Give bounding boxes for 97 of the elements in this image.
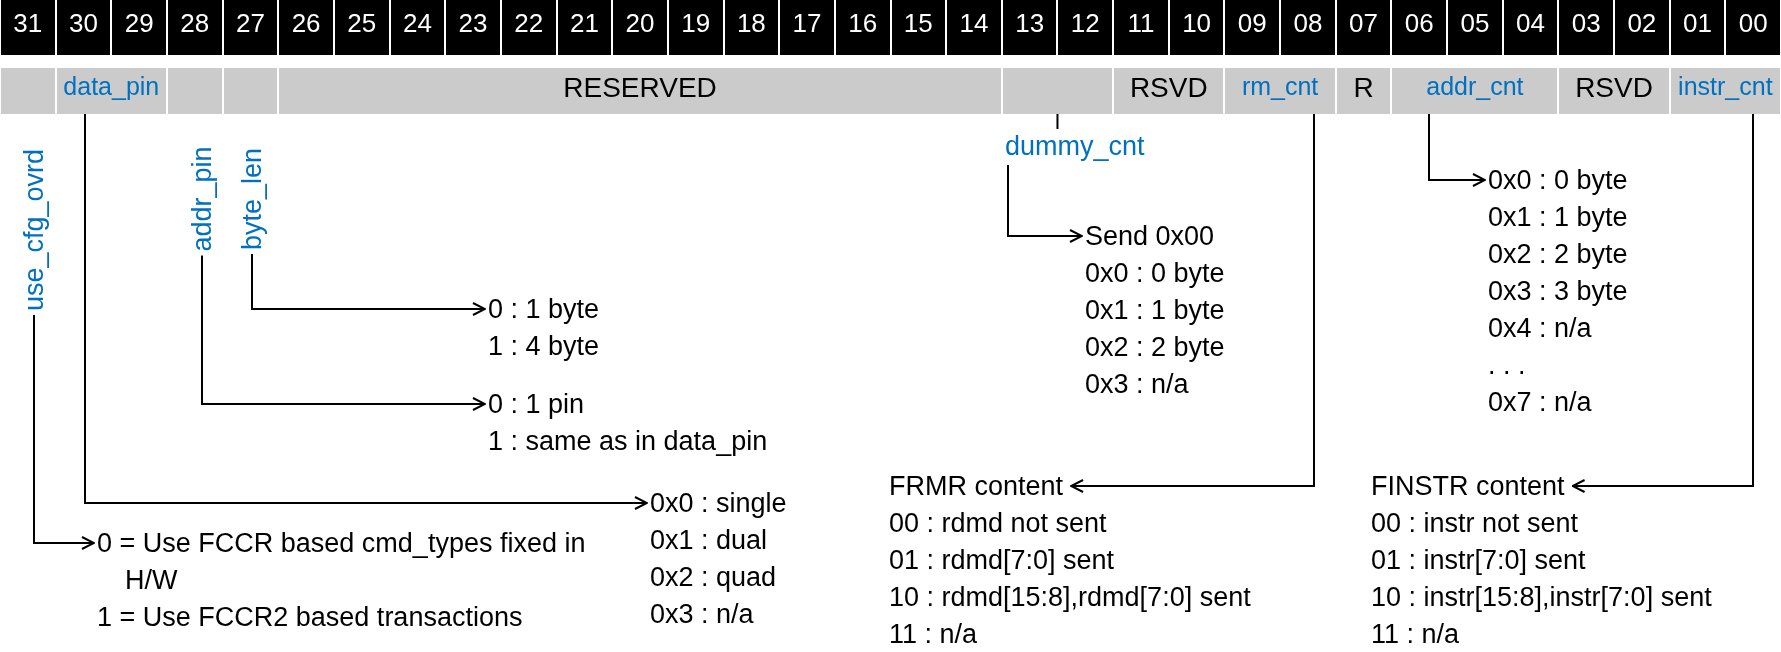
value-description: 00 : rdmd not sent	[889, 507, 1107, 540]
field-name: dummy_cnt	[1005, 131, 1145, 161]
bit-number-cell: 09	[1225, 0, 1280, 55]
value-description: 0x3 : 3 byte	[1488, 275, 1628, 308]
field-name: instr_cnt	[1677, 72, 1774, 101]
field-cell	[1670, 68, 1780, 114]
field-cell	[1336, 68, 1391, 114]
bit-number-cell: 25	[334, 0, 389, 55]
value-description: 0x3 : n/a	[1085, 368, 1189, 401]
value-description: 0x3 : n/a	[650, 598, 754, 631]
value-description: 11 : n/a	[889, 618, 978, 651]
field-name: byte_len	[237, 147, 267, 251]
bit-number-cell: 04	[1503, 0, 1558, 55]
bit-number-cell: 02	[1615, 0, 1669, 55]
field-name: rm_cnt	[1240, 72, 1320, 101]
leader-line	[1056, 113, 1059, 130]
bit-number-cell: 13	[1002, 0, 1057, 55]
value-description: 0x1 : dual	[650, 524, 768, 557]
value-description: 1 : 4 byte	[488, 330, 600, 363]
arrow	[201, 254, 486, 411]
field-cell	[279, 68, 1001, 114]
field-name: RESERVED	[562, 72, 718, 104]
field-name: RSVD	[1574, 72, 1654, 104]
field-cell	[1, 68, 55, 114]
value-description: 0 : 1 byte	[488, 293, 600, 326]
arrow	[1070, 113, 1315, 493]
bit-number-cell: 07	[1336, 0, 1391, 55]
bit-number-cell: 24	[390, 0, 445, 55]
bit-number-cell: 20	[613, 0, 667, 55]
value-description: 0 : 1 pin	[488, 388, 585, 421]
value-description: . . .	[1488, 349, 1526, 382]
arrow	[1571, 113, 1754, 493]
bit-number-cell: 03	[1559, 0, 1614, 55]
bit-number-cell: 21	[557, 0, 612, 55]
arrow	[1007, 164, 1083, 243]
bit-number-cell: 05	[1448, 0, 1502, 55]
bit-number-cell: 27	[223, 0, 278, 55]
value-description: 0x4 : n/a	[1488, 312, 1592, 345]
arrow	[33, 314, 95, 550]
field-name: use_cfg_ovrd	[19, 148, 49, 312]
value-description: FRMR content	[889, 470, 1064, 503]
value-description: 0x0 : 0 byte	[1488, 164, 1628, 197]
bit-number-cell: 17	[780, 0, 834, 55]
bit-number-cell: 01	[1670, 0, 1725, 55]
field-cell	[167, 68, 222, 114]
field-cell	[223, 68, 278, 114]
bit-number-cell: 06	[1392, 0, 1447, 55]
bit-number-cell: 14	[947, 0, 1001, 55]
value-description: 0x0 : single	[650, 487, 787, 520]
bit-number-cell: 16	[835, 0, 890, 55]
value-description: 0x0 : 0 byte	[1085, 257, 1225, 290]
field-cell	[1225, 68, 1335, 114]
field-name: data_pin	[62, 72, 161, 101]
bit-number-cell: 00	[1726, 0, 1780, 55]
value-description: 0x2 : quad	[650, 561, 777, 594]
arrow	[84, 113, 648, 510]
bit-number-cell: 31	[1, 0, 55, 55]
bit-number-cell: 30	[56, 0, 111, 55]
bit-number-cell: 10	[1169, 0, 1224, 55]
value-description: 10 : rdmd[15:8],rdmd[7:0] sent	[889, 581, 1251, 614]
value-description: 0x7 : n/a	[1488, 386, 1592, 419]
field-name: R	[1352, 72, 1375, 104]
bit-number-cell: 11	[1114, 0, 1168, 55]
bit-number-cell: 28	[167, 0, 222, 55]
value-description: 1 : same as in data_pin	[488, 425, 768, 458]
value-description: 11 : n/a	[1371, 618, 1460, 651]
value-description: 00 : instr not sent	[1371, 507, 1579, 540]
value-description: 01 : rdmd[7:0] sent	[889, 544, 1115, 577]
value-description: 01 : instr[7:0] sent	[1371, 544, 1586, 577]
field-cell	[56, 68, 166, 114]
field-name: RSVD	[1128, 72, 1209, 104]
field-cell	[1559, 68, 1669, 114]
value-description: 0x2 : 2 byte	[1488, 238, 1628, 271]
value-description: 0x2 : 2 byte	[1085, 331, 1225, 364]
bit-number-cell: 18	[724, 0, 779, 55]
value-description: 10 : instr[15:8],instr[7:0] sent	[1371, 581, 1712, 614]
value-description: 0 = Use FCCR based cmd_types fixed in H/W	[97, 527, 587, 597]
bit-number-cell: 19	[668, 0, 723, 55]
bit-number-cell: 26	[279, 0, 333, 55]
field-name: addr_cnt	[1425, 72, 1525, 101]
value-description: 0x1 : 1 byte	[1085, 294, 1225, 327]
value-description: FINSTR content	[1371, 470, 1565, 503]
bit-number-cell: 12	[1058, 0, 1113, 55]
bit-number-cell: 22	[501, 0, 556, 55]
bit-number-cell: 23	[446, 0, 500, 55]
bit-number-cell: 15	[891, 0, 946, 55]
bit-number-cell: 08	[1281, 0, 1335, 55]
value-description: 0x1 : 1 byte	[1488, 201, 1628, 234]
value-description: Send 0x00	[1085, 220, 1215, 253]
arrow	[251, 253, 486, 316]
field-cell	[1392, 68, 1558, 114]
field-cell	[1114, 68, 1224, 114]
value-description: 1 = Use FCCR2 based transactions	[97, 601, 524, 634]
arrow	[1428, 113, 1486, 187]
field-name: addr_pin	[187, 146, 217, 252]
field-cell	[1002, 68, 1113, 114]
bit-number-cell: 29	[112, 0, 166, 55]
